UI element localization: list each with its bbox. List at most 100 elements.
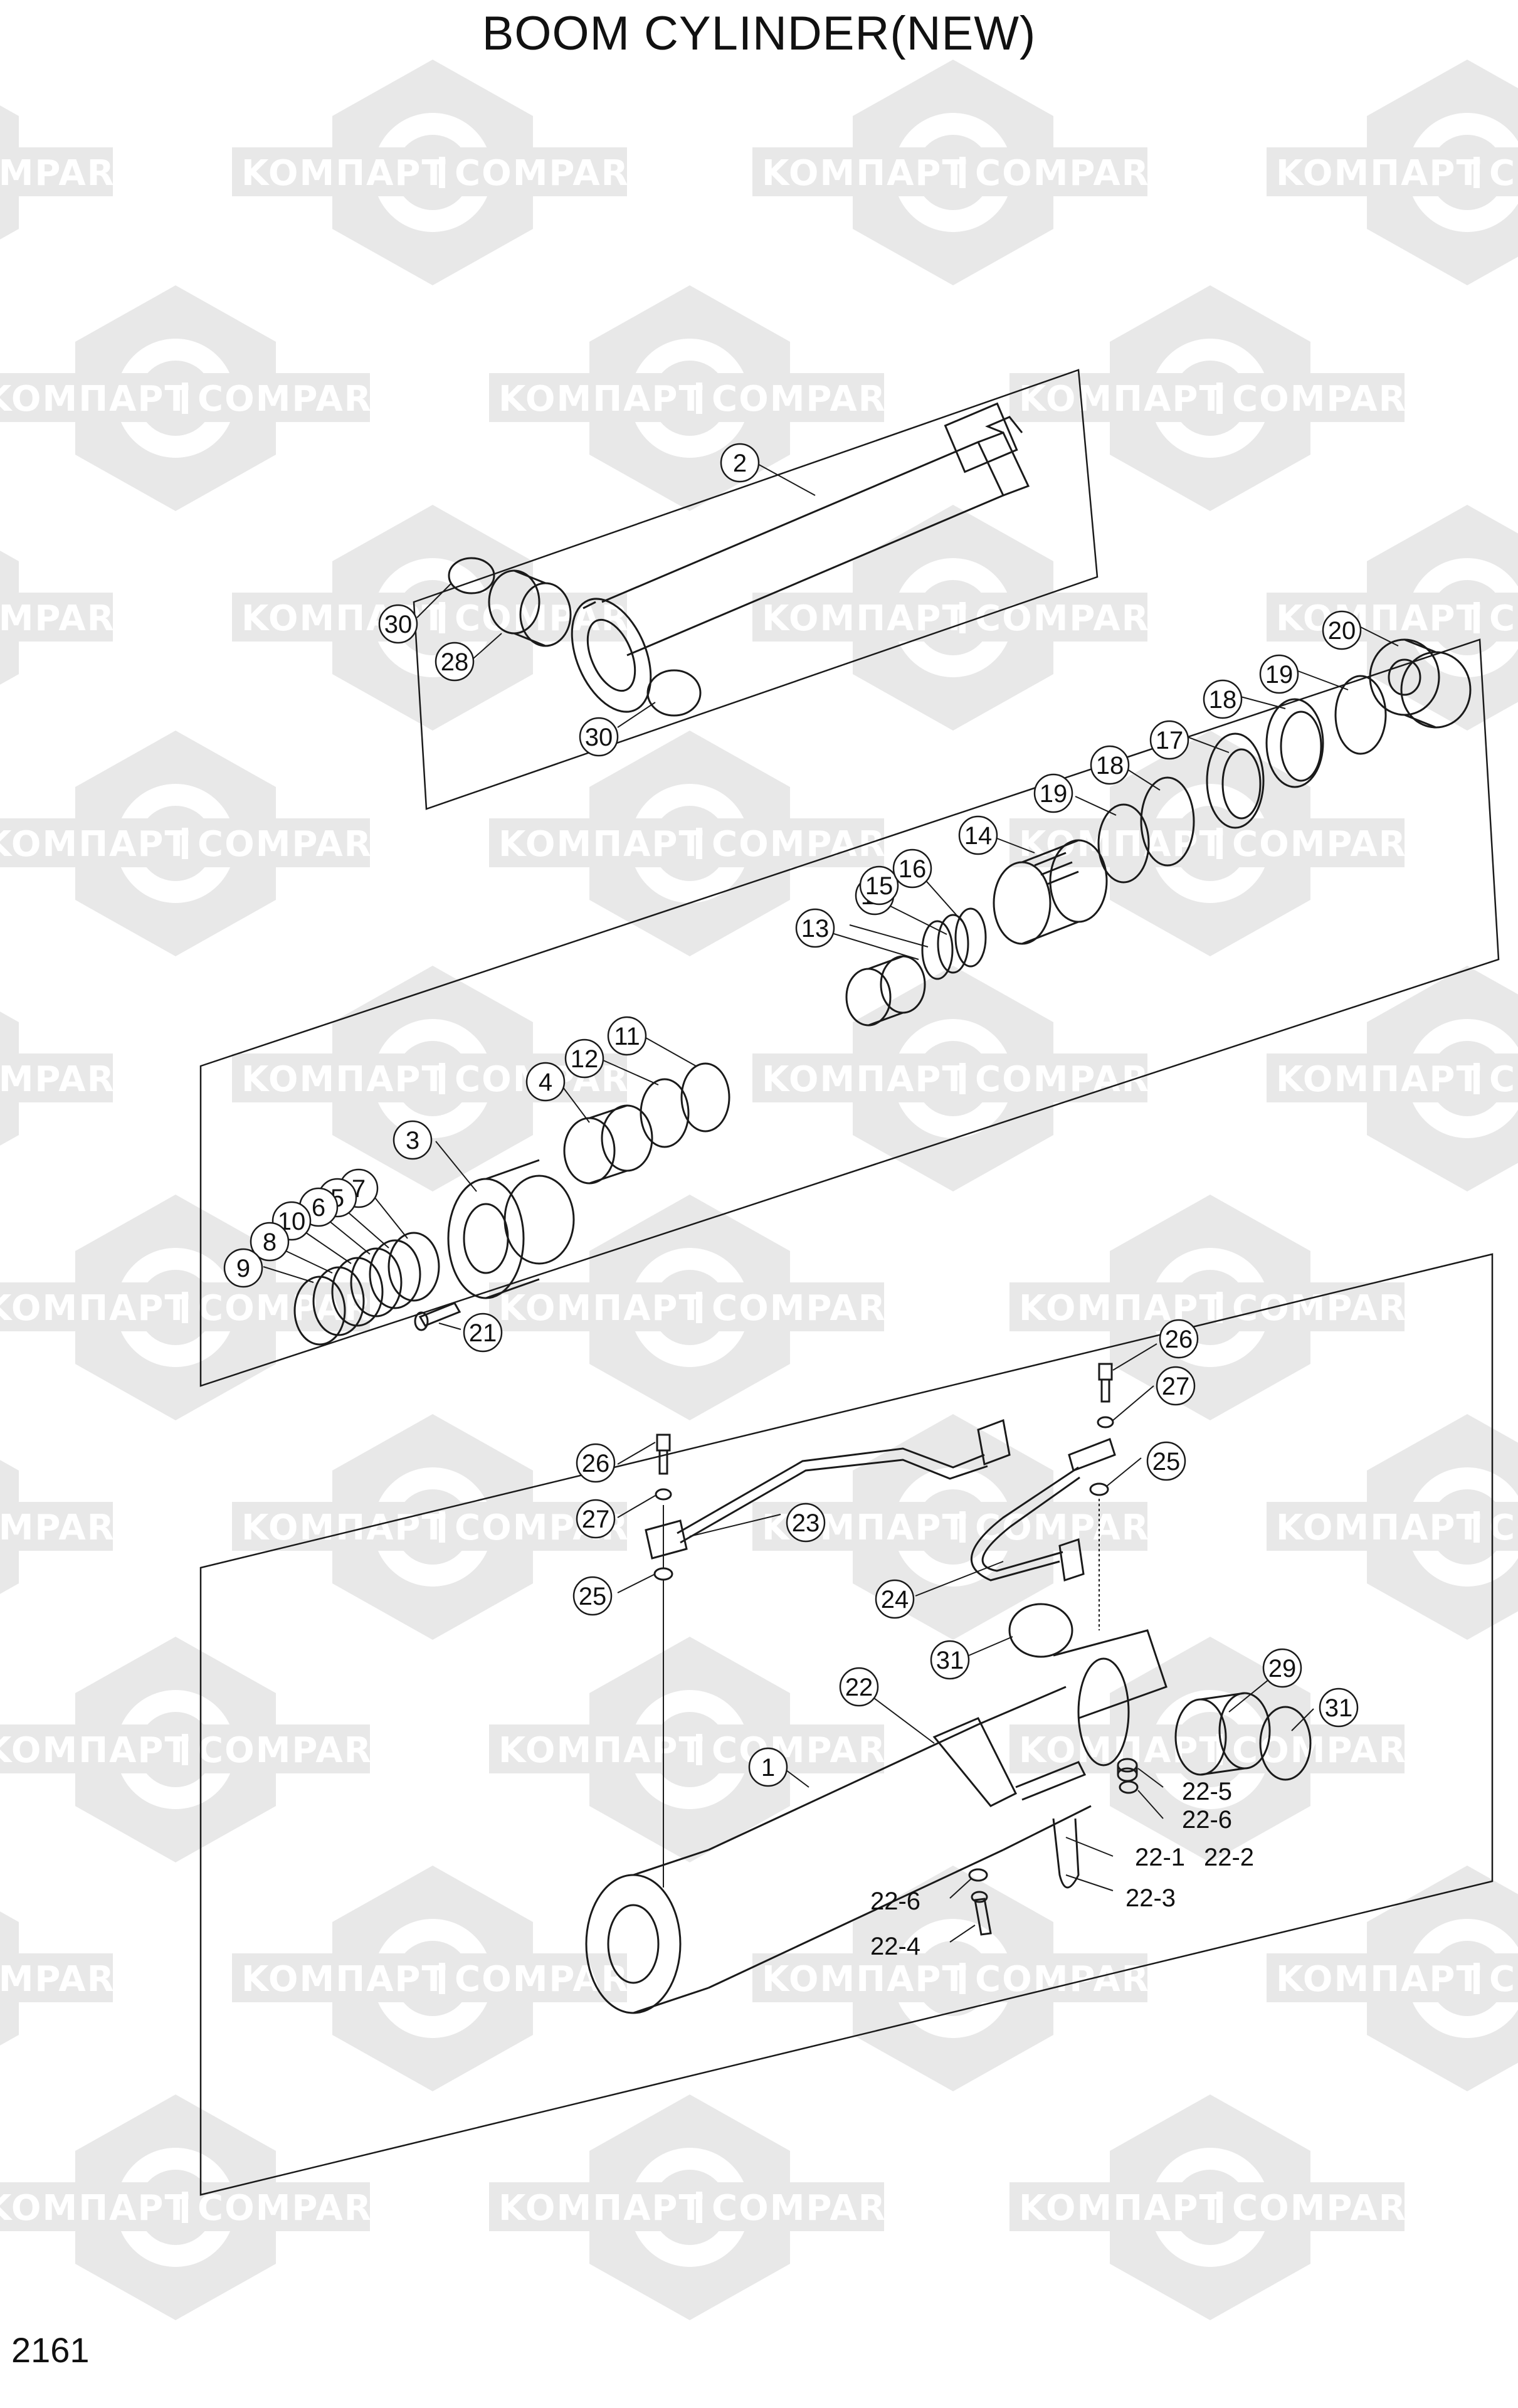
callout-18: 18 (1203, 679, 1243, 719)
washer-22-6-low (968, 1868, 988, 1882)
callout-8: 8 (250, 1222, 290, 1262)
callout-label: 30 (384, 611, 413, 638)
watermark-text-latin: COMPART (712, 1730, 910, 1771)
callout-label: 26 (582, 1450, 610, 1477)
callout-circle (1322, 610, 1362, 650)
callout-label: 9 (236, 1255, 250, 1282)
callout-22-5: 22-5 (1182, 1778, 1232, 1805)
callout-circle (250, 1222, 290, 1262)
callout-11: 11 (607, 1016, 647, 1056)
callout-2: 2 (720, 443, 760, 483)
seal-9 (293, 1275, 346, 1346)
watermark-text-cyrillic: KOMПAPT (1019, 2188, 1225, 2229)
ring-16b (954, 907, 987, 968)
seal-8 (312, 1266, 365, 1336)
watermark-text-latin: COMPART (975, 153, 1173, 194)
callout-label: 22-4 (870, 1933, 920, 1960)
flange-block-left (645, 1519, 688, 1560)
watermark-text-latin: COMPART (0, 1059, 139, 1100)
tube-panel (199, 1253, 1494, 2196)
watermark-text-latin: COMPART (975, 1508, 1173, 1548)
callout-label: 22-2 (1204, 1844, 1254, 1871)
bushing-4 (563, 1104, 653, 1185)
bolt-22-4 (971, 1891, 992, 1936)
callout-label: 1 (761, 1754, 775, 1782)
callout-label: 4 (539, 1069, 552, 1096)
callout-12: 12 (564, 1038, 604, 1079)
piston-14 (993, 839, 1108, 945)
callout-22-1: 22-1 (1135, 1844, 1185, 1871)
callout-circle (1262, 1648, 1302, 1688)
watermark-text-latin: COMPART (198, 824, 396, 865)
callout-label: 6 (312, 1194, 325, 1222)
watermark-text-cyrillic: KOMПAPT (762, 598, 967, 639)
watermark-text-latin: COMPART (0, 1508, 139, 1548)
callout-label: 22 (845, 1674, 873, 1701)
callout-22-4: 22-4 (870, 1933, 920, 1960)
callout-circle (748, 1747, 788, 1787)
ring-11 (680, 1062, 730, 1133)
watermark-text-latin: COMPART (975, 1959, 1173, 2000)
cylinder-tube-1 (585, 1629, 1167, 2014)
callout-22-3: 22-3 (1125, 1884, 1176, 1912)
callout-circle (892, 848, 932, 889)
callout-3: 3 (393, 1120, 433, 1160)
watermark-text-cyrillic: KOMПAPT (762, 153, 967, 194)
callout-28: 28 (435, 642, 475, 682)
watermark-text-cyrillic: KOMПAPT (1276, 153, 1482, 194)
callout-circle (795, 908, 835, 948)
watermark-text-cyrillic: KOMПAPT (498, 1288, 704, 1329)
callout-1: 1 (748, 1747, 788, 1787)
bolt-26-left (656, 1434, 671, 1475)
seal-17 (1206, 732, 1265, 829)
watermark-text-latin: COMPART (975, 598, 1173, 639)
callout-circle (720, 443, 760, 483)
callout-27: 27 (1156, 1366, 1196, 1406)
watermark-text-latin: COMPART (455, 153, 653, 194)
callout-label: 8 (263, 1228, 277, 1256)
page-number: 2161 (11, 2330, 90, 2370)
o-ring-31-right (1259, 1706, 1312, 1781)
watermark-text-cyrillic: KOMПAPT (498, 379, 704, 420)
o-ring-25-right (1089, 1482, 1109, 1496)
watermark-text-latin: COMPART (455, 598, 653, 639)
callout-4: 4 (525, 1062, 566, 1102)
piston-rod (571, 402, 1030, 713)
bolt-21 (414, 1302, 461, 1331)
callout-22-2: 22-2 (1204, 1844, 1254, 1871)
callout-25: 25 (1146, 1441, 1186, 1481)
callout-31: 31 (1319, 1687, 1359, 1728)
callout-29: 29 (1262, 1648, 1302, 1688)
callout-label: 17 (1156, 727, 1184, 754)
nut-22-5 (1117, 1758, 1138, 1782)
slide-ring-18-low (1140, 776, 1195, 867)
o-ring-31-left (1008, 1603, 1073, 1658)
callout-14: 14 (958, 815, 998, 855)
bushing-28 (488, 569, 572, 647)
watermark-layer: KOMПAPTCOMPARTKOMПAPTCOMPARTKOMПAPTCOMPA… (0, 60, 1518, 2320)
callout-label: 22-1 (1135, 1844, 1185, 1871)
watermark-text-cyrillic: KOMПAPT (498, 1730, 704, 1771)
callout-label: 19 (1265, 661, 1294, 689)
o-ring-30-left (448, 557, 495, 594)
